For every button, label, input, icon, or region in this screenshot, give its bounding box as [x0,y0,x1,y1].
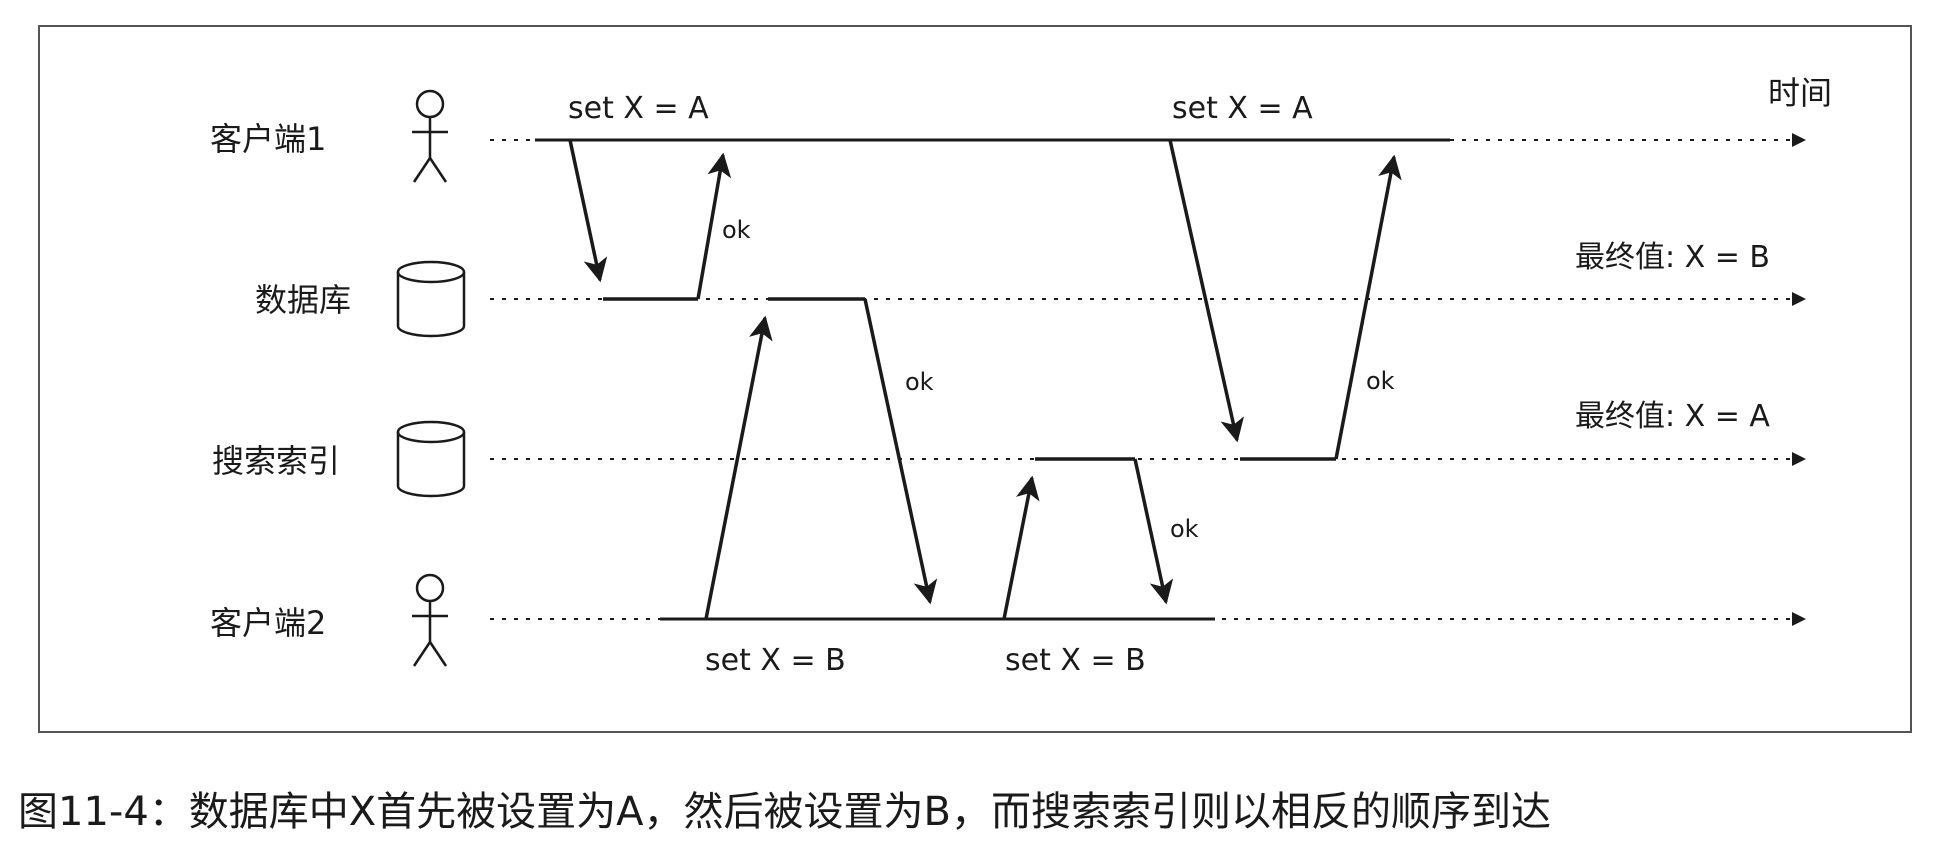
database-final-value-label: 最终值: X = B [1575,240,1770,275]
person-icon-client1 [412,89,448,183]
ack-db-to-client2-label: ok [905,368,934,396]
timeline-arrowhead-search-index [1792,452,1806,466]
index-ack-to-client2-arrow [1133,458,1174,605]
search-index-final-value-label: 最终值: X = A [1575,399,1770,434]
participant-search-index-label: 搜索索引 [212,442,340,480]
db-ack-to-client1-arrow [696,152,732,300]
client1-write-to-index-arrow [1168,139,1245,443]
client2-first-operation-label: set X = B [705,643,846,678]
client2-second-operation-label: set X = B [1005,643,1146,678]
timeline-arrowhead-database [1792,292,1806,306]
index-ack-to-client1-arrow [1334,154,1402,460]
client1-write-to-db-arrow [568,139,608,283]
ack-index-to-client2-label: ok [1170,515,1199,543]
diagram-border [38,25,1912,733]
time-label: 时间 [1768,74,1832,112]
search-index-icon [396,420,466,498]
ack-db-to-client1-label: ok [722,216,751,244]
figure-caption: 图11-4：数据库中X首先被设置为A，然后被设置为B，而搜索索引则以相反的顺序到… [18,789,1551,835]
timeline-arrowhead-client1 [1792,133,1806,147]
ack-index-to-client1-label: ok [1366,367,1395,395]
client1-first-operation-label: set X = A [568,91,709,126]
participant-database-label: 数据库 [255,281,351,319]
client1-second-operation-label: set X = A [1172,91,1313,126]
client2-write-to-db-arrow [704,315,773,620]
database-icon [396,260,466,338]
participant-client1-label: 客户端1 [210,120,326,158]
timeline-arrowhead-client2 [1792,612,1806,626]
client2-write-to-index-arrow [1002,475,1040,620]
person-icon-client2 [412,573,448,667]
participant-client2-label: 客户端2 [210,604,326,642]
db-ack-to-client2-arrow [863,298,938,605]
